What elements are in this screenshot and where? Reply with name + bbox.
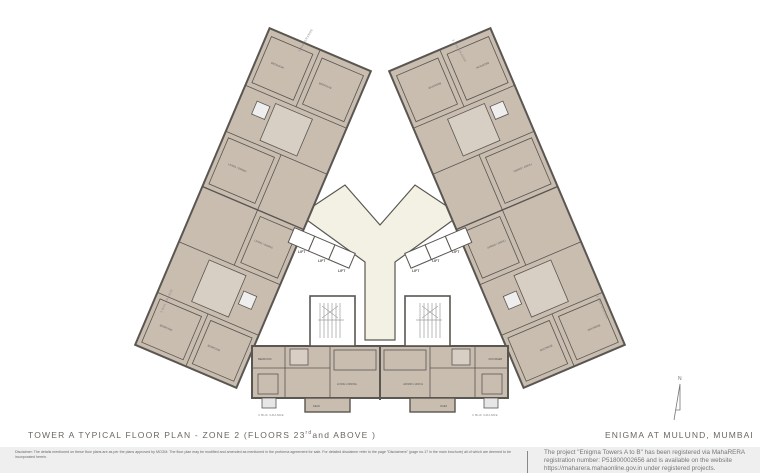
project-location: ENIGMA AT MULUND, MUMBAI	[605, 430, 754, 440]
disclaimer-text: Disclaimer: The details mentioned on the…	[15, 450, 512, 459]
svg-text:N: N	[678, 376, 682, 382]
view-label: 3 BHK GRANDE	[472, 413, 498, 417]
lift-label: LIFT	[298, 250, 306, 254]
lift-label: LIFT	[432, 259, 440, 263]
bottom-unit-right	[379, 295, 509, 413]
rera-line: registration number: P51800002656 and is…	[544, 457, 732, 464]
lift-label: LIFT	[452, 250, 460, 254]
floor-plan-drawing: BEDROOM BEDROOM LIVING / DINING LIVING /…	[134, 27, 682, 421]
lift-block-left	[287, 226, 356, 269]
lift-block-right	[404, 226, 473, 269]
rera-notice: The project "Enigma Towers A to B" has b…	[544, 449, 760, 473]
view-label: 3 BHK GRANDE	[258, 413, 284, 417]
north-arrow-icon: N	[673, 376, 682, 421]
footer: Disclaimer: The details mentioned on the…	[0, 447, 760, 473]
plan-title: TOWER A TYPICAL FLOOR PLAN - ZONE 2 (FLO…	[28, 430, 377, 440]
rera-line: The project "Enigma Towers A to B" has b…	[544, 449, 746, 456]
lift-label: LIFT	[338, 269, 346, 273]
bottom-unit-left	[251, 295, 381, 413]
rera-url: https://maharera.mahaonline.gov.in under…	[544, 465, 716, 472]
lobby	[298, 184, 462, 341]
lift-label: LIFT	[412, 269, 420, 273]
footer-divider	[527, 451, 528, 473]
lift-label: LIFT	[318, 259, 326, 263]
